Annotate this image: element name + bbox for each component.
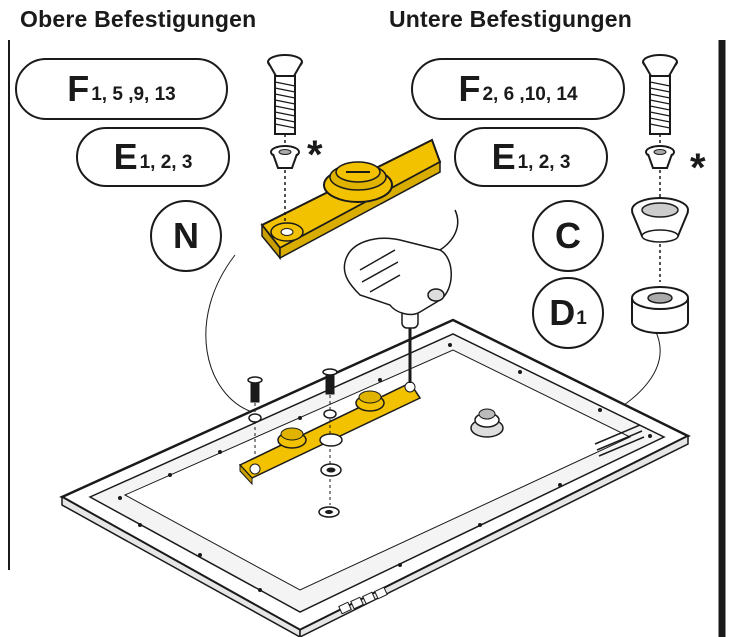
washer-e-lower	[645, 145, 675, 198]
washer-e-upper	[270, 145, 300, 222]
label-e-lower-letter: E	[491, 136, 516, 177]
asterisk-lower: *	[690, 146, 706, 190]
bracket-small	[238, 381, 422, 486]
label-e-upper-letter: E	[113, 136, 138, 177]
label-f-upper-letter: F	[67, 68, 90, 109]
label-f-upper: F 1, 5 ,9, 13	[15, 58, 228, 120]
cooktop-panel	[59, 318, 691, 637]
screw-f-lower	[642, 54, 678, 148]
part-c	[631, 197, 689, 282]
label-e-lower: E 1, 2, 3	[454, 127, 608, 187]
label-f-lower-letter: F	[458, 68, 481, 109]
label-c: C	[532, 200, 604, 272]
part-d1	[631, 286, 689, 334]
label-f-upper-numbers: 1, 5 ,9, 13	[91, 84, 176, 105]
label-f-lower: F 2, 6 ,10, 14	[411, 58, 625, 120]
leader-curve-left	[205, 254, 253, 413]
label-e-upper: E 1, 2, 3	[76, 127, 230, 187]
bracket-n-large	[260, 138, 442, 261]
label-n-letter: N	[173, 215, 199, 256]
label-e-lower-numbers: 1, 2, 3	[517, 152, 571, 173]
label-d1-letter: D	[549, 292, 576, 333]
label-f-lower-numbers: 2, 6 ,10, 14	[482, 84, 578, 105]
asterisk-upper: *	[307, 133, 323, 177]
label-d1: D 1	[532, 277, 604, 349]
heading-upper-fastenings: Obere Befestigungen	[20, 6, 257, 32]
label-n: N	[150, 200, 222, 272]
label-c-letter: C	[555, 215, 581, 256]
label-e-upper-numbers: 1, 2, 3	[139, 152, 193, 173]
screw-f-upper	[267, 54, 303, 150]
heading-lower-fastenings: Untere Befestigungen	[389, 6, 632, 32]
exploded-small-parts	[247, 368, 343, 505]
hand-screwdriver	[343, 209, 459, 383]
label-d1-number: 1	[576, 308, 587, 329]
